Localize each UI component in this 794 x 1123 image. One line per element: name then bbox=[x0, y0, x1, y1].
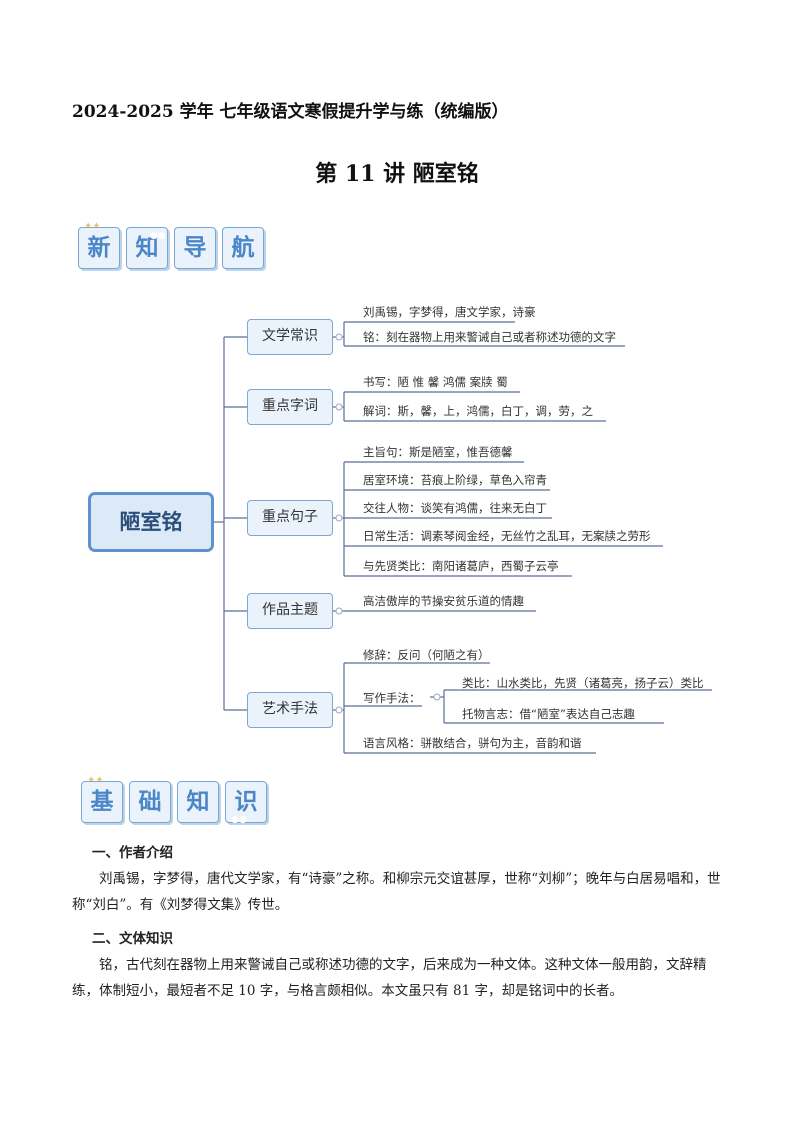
banner-tile: 识 bbox=[225, 781, 267, 823]
banner-tile: 新 bbox=[78, 227, 120, 269]
mindmap-subleaf: 类比：山水类比，先贤（诸葛亮，扬子云）类比 bbox=[462, 676, 704, 690]
mindmap-leaf: 刘禹锡，字梦得，唐文学家，诗豪 bbox=[363, 305, 536, 319]
section-genre: 二、文体知识 铭，古代刻在器物上用来警诫自己或称述功德的文字，后来成为一种文体。… bbox=[72, 926, 732, 1004]
dots-icon: ●● bbox=[231, 815, 247, 825]
mindmap-leaf: 主旨句：斯是陋室，惟吾德馨 bbox=[363, 445, 513, 459]
mindmap-leaf: 写作手法： bbox=[363, 691, 421, 705]
lesson-title: 第 11 讲 陋室铭 bbox=[315, 161, 479, 187]
banner-tile: 航 bbox=[222, 227, 264, 269]
mindmap-leaf: 居室环境：苔痕上阶绿，草色入帘青 bbox=[363, 473, 547, 487]
branch-theme: 作品主题 bbox=[247, 593, 333, 629]
banner-tile: 础 bbox=[129, 781, 171, 823]
section-paragraph: 铭，古代刻在器物上用来警诫自己或称述功德的文字，后来成为一种文体。这种文体一般用… bbox=[72, 957, 707, 999]
section-heading: 二、文体知识 bbox=[92, 931, 173, 947]
mindmap-leaf: 与先贤类比：南阳诸葛庐，西蜀子云亭 bbox=[363, 559, 559, 573]
mindmap-leaf: 高洁傲岸的节操安贫乐道的情趣 bbox=[363, 594, 524, 608]
mindmap-subleaf: 托物言志：借“陋室”表达自己志趣 bbox=[462, 707, 635, 721]
banner-basic-knowledge: ✦✦ 基 础 知 识 ●● bbox=[81, 775, 271, 827]
banner-tile: 知 bbox=[177, 781, 219, 823]
mindmap-leaf: 铭：刻在器物上用来警诫自己或者称述功德的文字 bbox=[363, 330, 616, 344]
sparkle-icon: ✦✦ bbox=[84, 221, 101, 232]
mindmap-leaf: 日常生活：调素琴阅金经，无丝竹之乱耳，无案牍之劳形 bbox=[363, 529, 651, 543]
section-heading: 一、作者介绍 bbox=[92, 845, 173, 861]
dots-icon: ●● bbox=[150, 231, 166, 241]
mindmap-leaf: 交往人物：谈笑有鸿儒，往来无白丁 bbox=[363, 501, 547, 515]
banner-tile: 基 bbox=[81, 781, 123, 823]
branch-key-words: 重点字词 bbox=[247, 389, 333, 425]
section-paragraph: 刘禹锡，字梦得，唐代文学家，有“诗豪”之称。和柳宗元交谊甚厚，世称“刘柳”；晚年… bbox=[72, 871, 721, 913]
mindmap-leaf: 修辞：反问（何陋之有） bbox=[363, 648, 490, 662]
sparkle-icon: ✦✦ bbox=[87, 775, 104, 786]
mindmap-leaf: 书写：陋 惟 馨 鸿儒 案牍 蜀 bbox=[363, 375, 508, 389]
banner-tile: 知 bbox=[126, 227, 168, 269]
mindmap-leaf: 语言风格：骈散结合，骈句为主，音韵和谐 bbox=[363, 736, 582, 750]
document-header: 2024-2025 学年 七年级语文寒假提升学与练（统编版） bbox=[72, 102, 509, 122]
mindmap-leaf: 解词：斯，馨，上，鸿儒，白丁，调，劳，之 bbox=[363, 404, 593, 418]
banner-tile: 导 bbox=[174, 227, 216, 269]
branch-key-sentences: 重点句子 bbox=[247, 500, 333, 536]
section-author: 一、作者介绍 刘禹锡，字梦得，唐代文学家，有“诗豪”之称。和柳宗元交谊甚厚，世称… bbox=[72, 840, 732, 918]
banner-new-knowledge: ✦✦ 新 知 ●● 导 航 bbox=[78, 221, 268, 273]
branch-literature: 文学常识 bbox=[247, 319, 333, 355]
mindmap-root: 陋室铭 bbox=[88, 492, 214, 552]
branch-art-technique: 艺术手法 bbox=[247, 692, 333, 728]
